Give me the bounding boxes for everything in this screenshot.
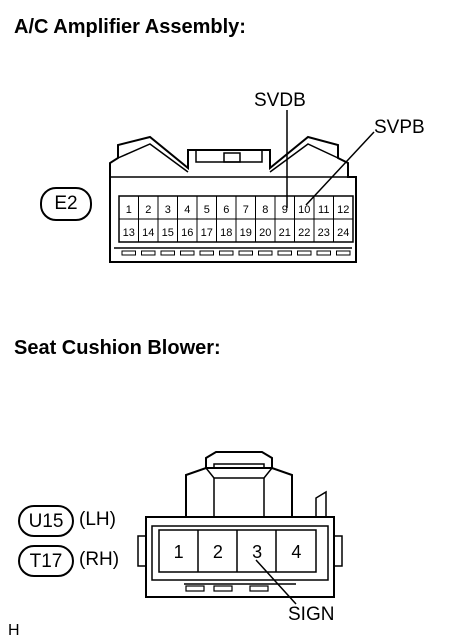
sign-leader [255, 559, 297, 605]
e2-pin-10: 10 [298, 204, 310, 216]
blower-pin-4: 4 [291, 542, 301, 562]
e2-pin-13: 13 [123, 227, 135, 239]
e2-pin-5: 5 [204, 204, 210, 216]
e2-pin-20: 20 [259, 227, 271, 239]
e2-housing-outline [109, 135, 357, 263]
e2-pin-17: 17 [201, 227, 213, 239]
e2-pin-24: 24 [337, 227, 349, 239]
e2-pin-19: 19 [240, 227, 252, 239]
u15-connector-code: U15 [18, 505, 74, 537]
blower-pin-2: 2 [213, 542, 223, 562]
svpb-leader [305, 131, 375, 206]
e2-pin-8: 8 [262, 204, 268, 216]
t17-connector-code: T17 [18, 545, 74, 577]
footer-code: H [8, 622, 20, 639]
sign-callout: SIGN [288, 604, 335, 625]
e2-pin-15: 15 [162, 227, 174, 239]
svpb-callout: SVPB [374, 117, 425, 138]
svdb-callout: SVDB [254, 90, 306, 111]
blower-heading: Seat Cushion Blower: [14, 337, 221, 359]
u15-side-label: (LH) [79, 509, 116, 530]
e2-pin-1: 1 [126, 204, 132, 216]
e2-pin-2: 2 [145, 204, 151, 216]
t17-side-label: (RH) [79, 549, 120, 570]
e2-pin-23: 23 [318, 227, 330, 239]
e2-pin-11: 11 [318, 204, 329, 216]
amplifier-heading: A/C Amplifier Assembly: [14, 16, 246, 38]
e2-pin-9: 9 [282, 204, 288, 216]
e2-pin-4: 4 [184, 204, 190, 216]
e2-pin-14: 14 [142, 227, 154, 239]
e2-pin-18: 18 [220, 227, 232, 239]
e2-pin-16: 16 [181, 227, 193, 239]
e2-connector-code: E2 [40, 187, 92, 221]
e2-pin-12: 12 [337, 204, 349, 216]
e2-pin-7: 7 [243, 204, 249, 216]
e2-pin-3: 3 [165, 204, 171, 216]
e2-pin-21: 21 [279, 227, 291, 239]
blower-pin-3: 3 [252, 542, 262, 562]
blower-pin-1: 1 [174, 542, 184, 562]
e2-pin-6: 6 [223, 204, 229, 216]
e2-pin-22: 22 [298, 227, 310, 239]
